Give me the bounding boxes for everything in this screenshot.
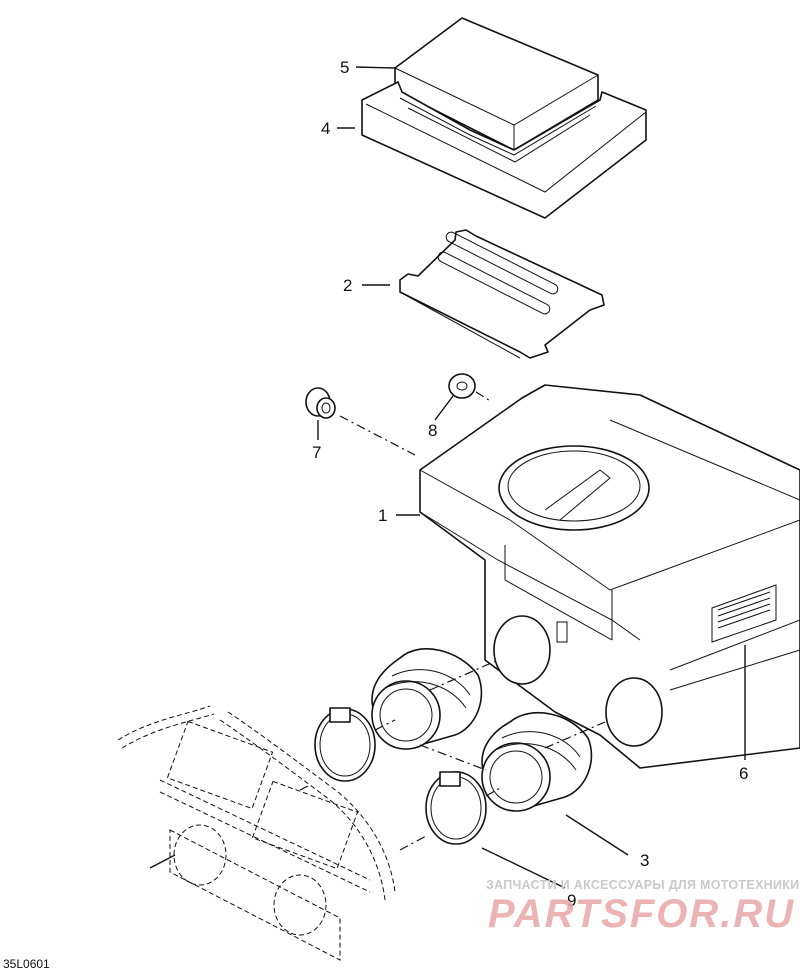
callout-5: 5	[340, 58, 349, 77]
part-9-clamp-lower	[425, 771, 487, 845]
callout-1: 1	[378, 506, 387, 525]
part-8-grommet	[448, 373, 476, 399]
watermark-brand: PARTSFOR.RU	[488, 892, 796, 936]
callout-8: 8	[428, 421, 437, 440]
part-2-plate	[399, 229, 605, 359]
part-3-boot-lower	[481, 712, 593, 812]
callout-2: 2	[343, 276, 352, 295]
watermark-caption: ЗАПЧАСТИ И АКСЕССУАРЫ ДЛЯ МОТОТЕХНИКИ	[486, 878, 800, 892]
part-3-boot-upper	[371, 648, 483, 750]
callout-4: 4	[321, 119, 330, 138]
callout-3: 3	[640, 851, 649, 870]
carburetor-assembly	[117, 705, 396, 961]
figure-code: 35L0601	[3, 957, 50, 971]
part-9-clamp-upper	[314, 707, 376, 782]
callout-7: 7	[312, 443, 321, 462]
part-4-filter-frame	[361, 81, 647, 219]
callout-9: 9	[567, 891, 576, 910]
part-7-grommet	[305, 387, 336, 419]
part-1-airbox	[419, 384, 800, 769]
callout-6: 6	[739, 764, 748, 783]
